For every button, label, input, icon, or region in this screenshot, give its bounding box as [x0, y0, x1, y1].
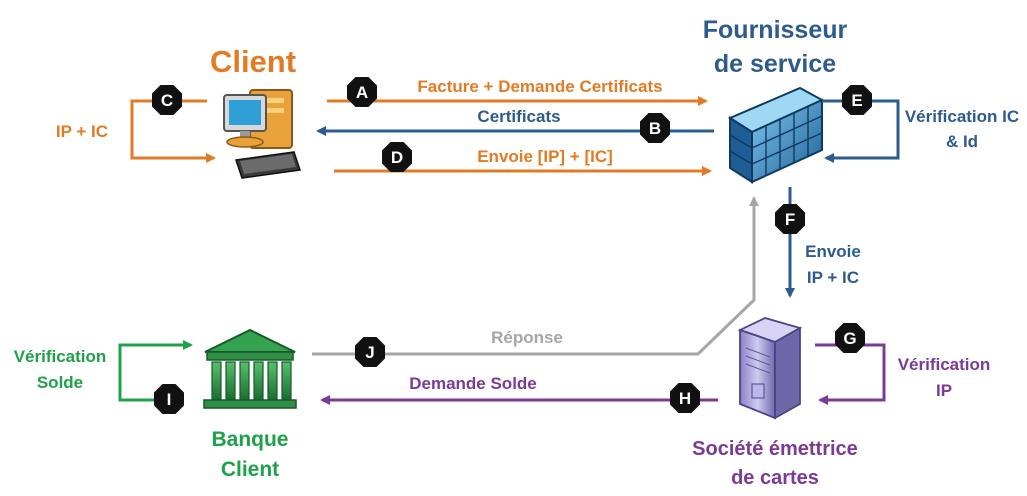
- svg-text:H: H: [679, 389, 691, 408]
- server-tower-icon: [737, 317, 803, 420]
- step-badge-j: J: [355, 337, 385, 367]
- svg-text:B: B: [649, 119, 661, 138]
- bank-icon: [203, 328, 297, 409]
- step-badge-g: G: [835, 323, 865, 353]
- label-g-line1: Vérification: [898, 355, 991, 374]
- label-f-line2: IP + IC: [807, 268, 859, 287]
- label-a: Facture + Demande Certificats: [417, 77, 662, 96]
- svg-text:A: A: [356, 83, 368, 102]
- provider-title-line2: de service: [714, 50, 836, 78]
- label-e-line1: Vérification IC: [905, 107, 1019, 126]
- label-i-line1: Vérification: [14, 347, 107, 366]
- step-badge-i: I: [154, 384, 184, 414]
- svg-text:C: C: [161, 91, 173, 110]
- step-badge-b: B: [640, 113, 670, 143]
- svg-text:D: D: [391, 148, 403, 167]
- svg-text:F: F: [785, 210, 795, 229]
- label-j: Réponse: [491, 328, 563, 347]
- label-h: Demande Solde: [409, 374, 537, 393]
- provider-title-line1: Fournisseur: [703, 16, 848, 44]
- step-badge-h: H: [670, 383, 700, 413]
- label-e-line2: & Id: [946, 132, 978, 151]
- label-b: Certificats: [477, 107, 560, 126]
- svg-text:J: J: [365, 343, 374, 362]
- step-badge-a: A: [347, 77, 377, 107]
- svg-text:E: E: [851, 91, 862, 110]
- arrow-i: [118, 340, 193, 402]
- arrow-g: [815, 343, 886, 405]
- issuer-title-line2: de cartes: [731, 467, 819, 489]
- svg-text:I: I: [167, 390, 172, 409]
- step-badge-e: E: [842, 85, 872, 115]
- svg-text:G: G: [843, 329, 856, 348]
- arrow-j: [312, 196, 759, 356]
- label-g-line2: IP: [936, 381, 952, 400]
- issuer-title-line1: Société émettrice: [692, 438, 858, 460]
- client-title: Client: [210, 44, 296, 79]
- bank-title-line2: Client: [221, 458, 279, 481]
- label-f-line1: Envoie: [805, 242, 861, 261]
- label-c: IP + IC: [56, 122, 108, 141]
- step-badge-f: F: [775, 204, 805, 234]
- office-building-icon: [727, 86, 825, 184]
- computer-icon: [223, 89, 301, 179]
- bank-title-line1: Banque: [211, 428, 288, 451]
- step-badge-d: D: [382, 142, 412, 172]
- label-d: Envoie [IP] + [IC]: [477, 147, 613, 166]
- step-badge-c: C: [152, 85, 182, 115]
- label-i-line2: Solde: [37, 373, 83, 392]
